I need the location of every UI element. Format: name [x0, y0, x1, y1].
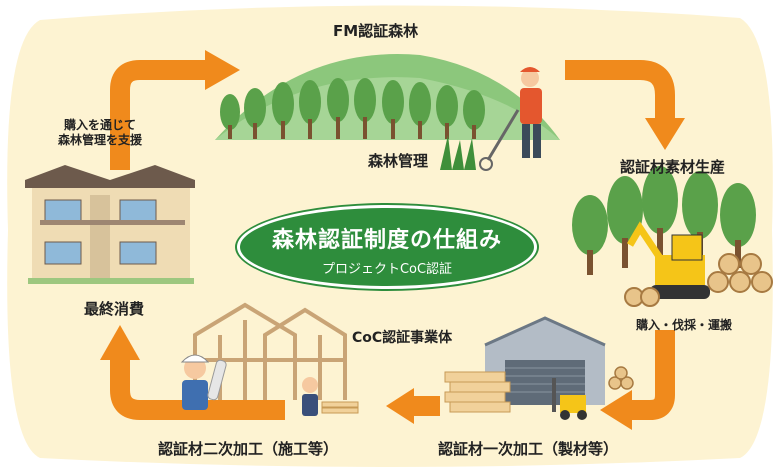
fm-forest-label: FM認証森林 [333, 22, 419, 40]
purchase-harvest-transport-label: 購入・伐採・運搬 [636, 318, 733, 332]
logging-illustration [572, 166, 773, 307]
support-note-line2: 森林管理を支援 [58, 133, 143, 147]
final-consumption-label: 最終消費 [84, 300, 145, 318]
support-note-line1: 購入を通じて [64, 118, 137, 132]
certified-log-production-label: 認証材素材生産 [620, 158, 726, 176]
primary-processing-label: 認証材一次加工（製材等） [438, 440, 619, 458]
support-note: 購入を通じて 森林管理を支援 [58, 118, 142, 148]
coc-operator-label: CoC認証事業体 [352, 330, 453, 346]
center-subtitle: プロジェクトCoC認証 [321, 262, 453, 277]
forest-management-label: 森林管理 [368, 152, 429, 170]
secondary-processing-label: 認証材二次加工（施工等） [158, 440, 339, 458]
apartment-illustration [25, 165, 195, 284]
sawmill-illustration [444, 316, 634, 420]
construction-illustration [180, 302, 359, 416]
cycle-arrows [110, 60, 675, 420]
arrow-heads [100, 50, 685, 430]
forest-illustration [215, 54, 560, 171]
center-title: 森林認証制度の仕組み [271, 228, 502, 253]
center-title-ellipse: 森林認証制度の仕組み プロジェクトCoC認証 [237, 205, 537, 289]
